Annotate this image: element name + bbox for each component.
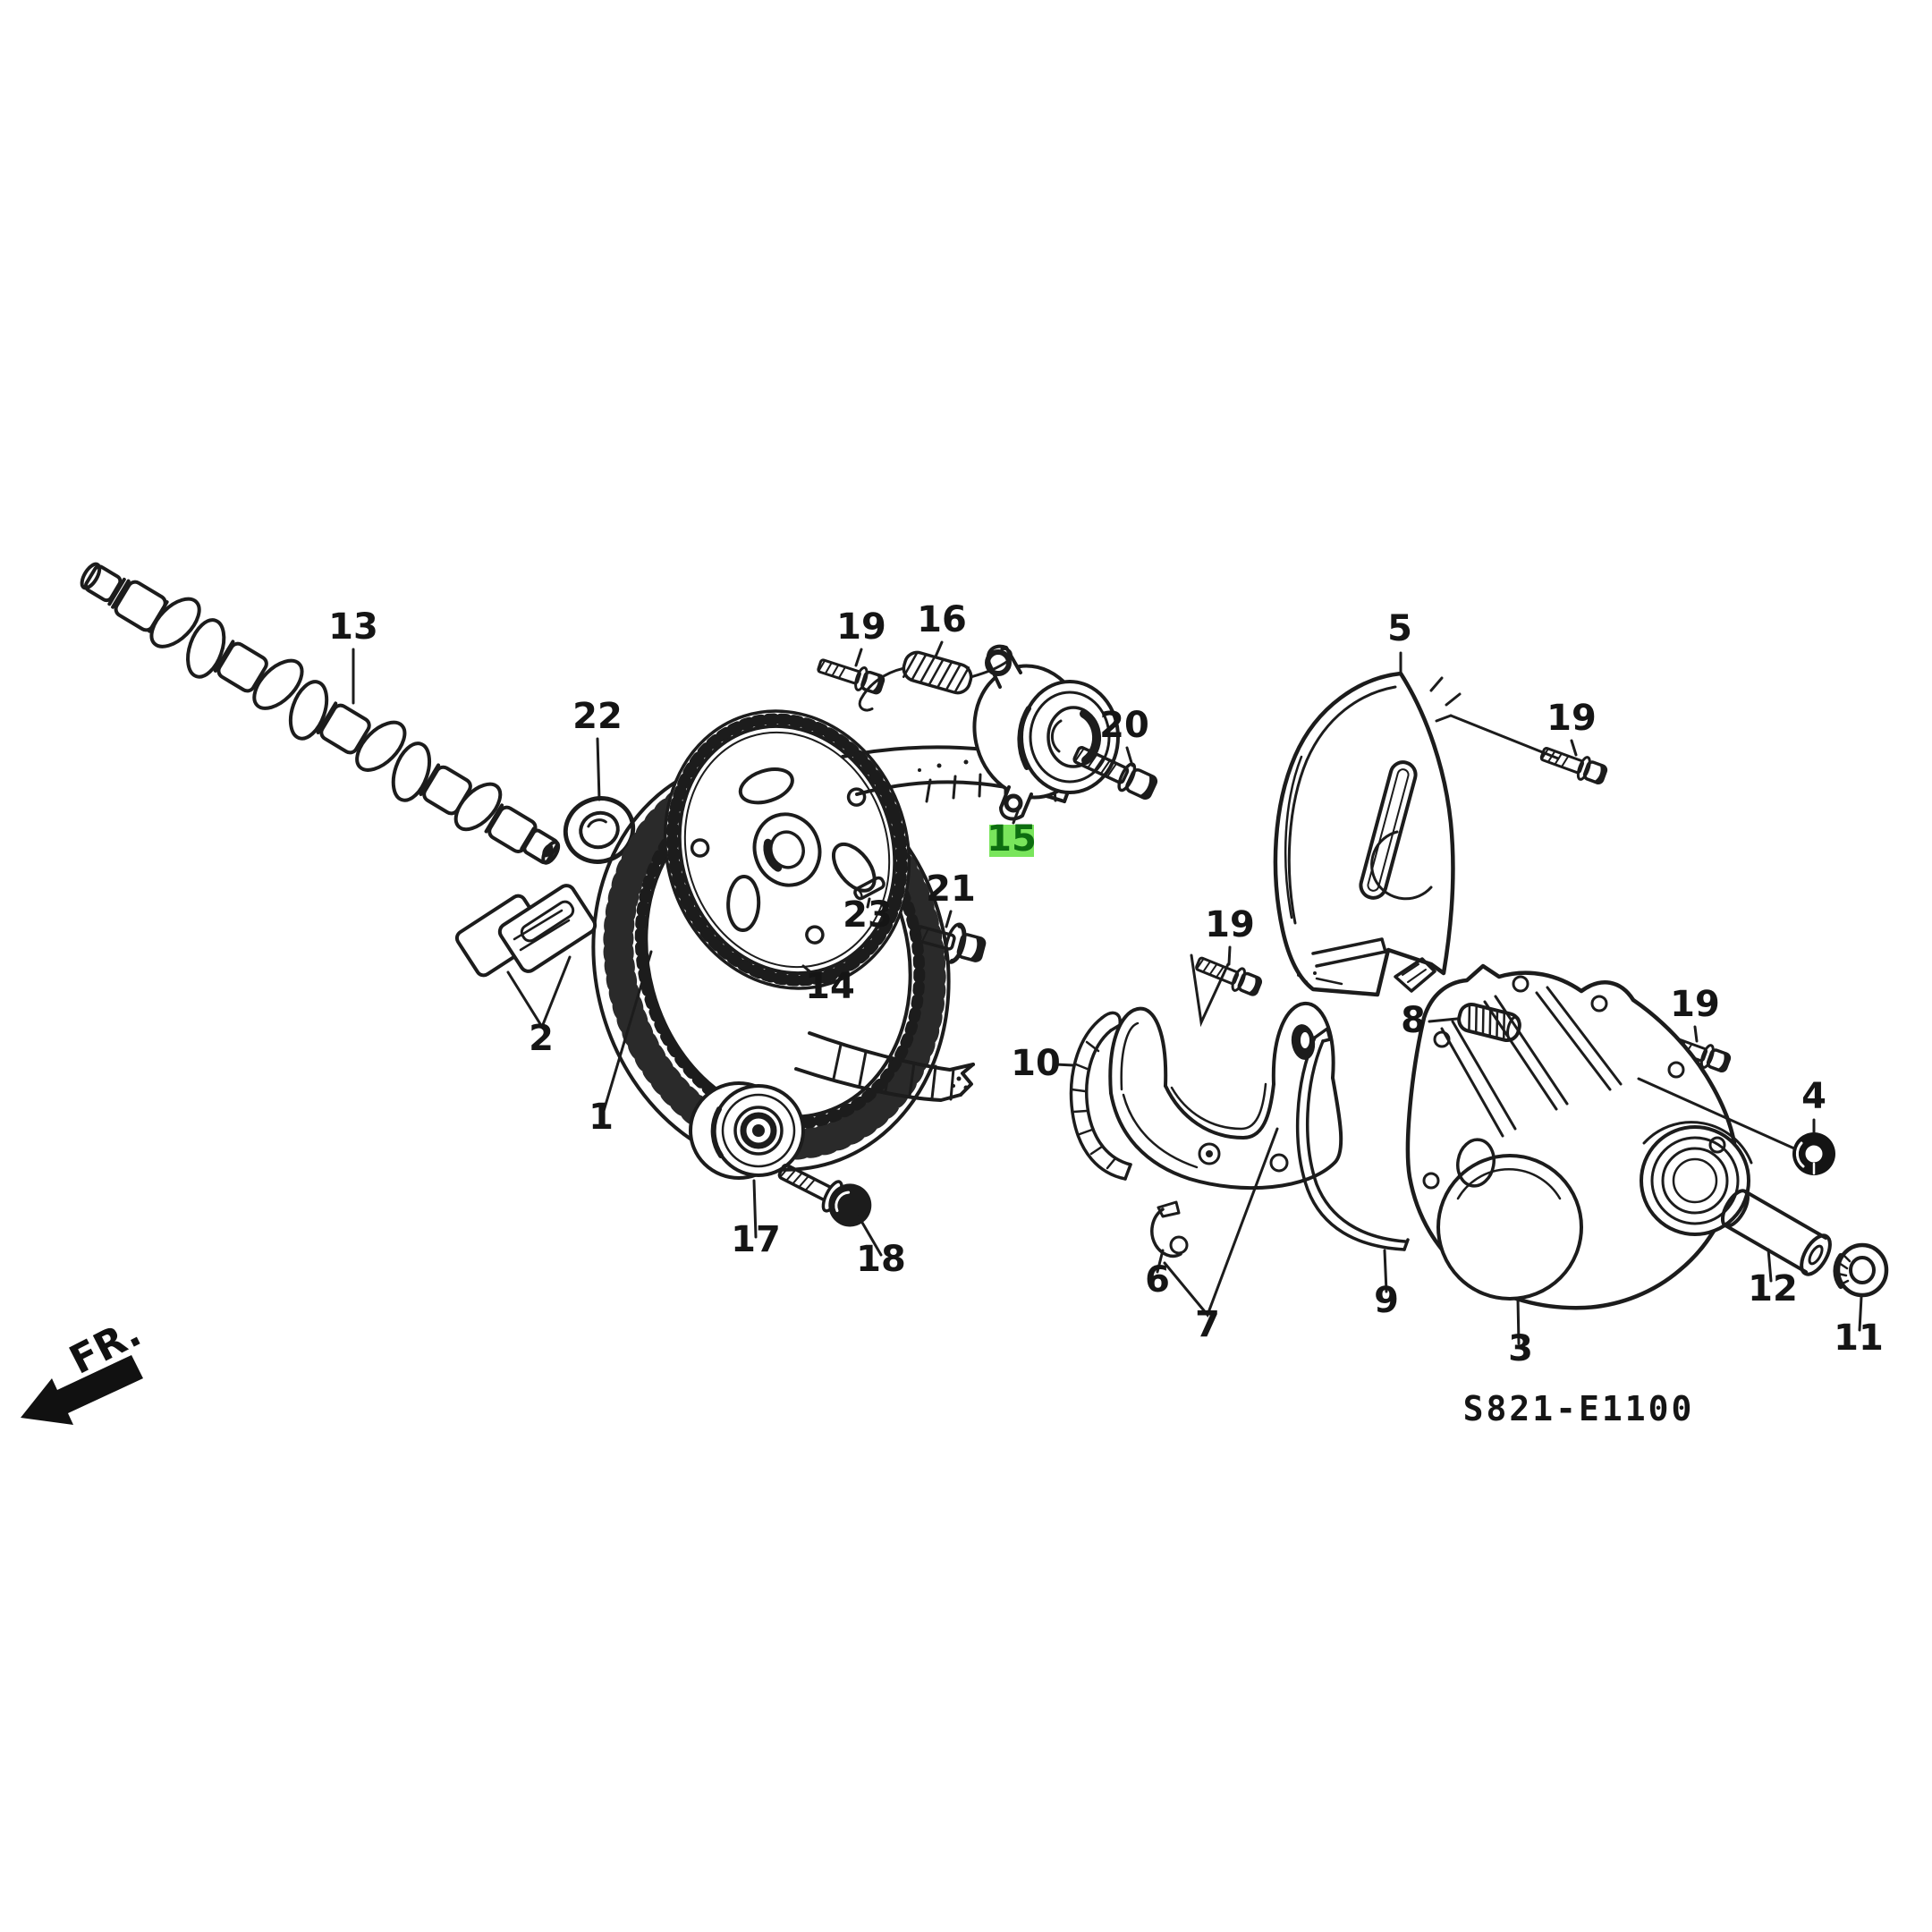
front-direction-arrow: [21, 1355, 143, 1425]
camshaft-drawing: [80, 562, 561, 865]
highlight-box: [989, 825, 1034, 857]
part-label-1[interactable]: 1: [589, 1097, 614, 1138]
idler-bolt-drawing: [777, 1163, 872, 1227]
leader-lines: [352, 640, 1863, 1345]
gasket-10-drawing: [1069, 1011, 1132, 1181]
part-label-14[interactable]: 14: [805, 966, 855, 1007]
pin-23-drawing: [853, 876, 886, 901]
bolt-21-drawing: [912, 922, 987, 964]
part-label-19a[interactable]: 19: [836, 606, 886, 648]
part-label-17[interactable]: 17: [731, 1219, 781, 1260]
callout-labels: 1 2 3 4 5 6 7 8 9 10 11 12 13 14 16 17 1…: [328, 599, 1884, 1369]
oil-seal-11-drawing: [1833, 1242, 1889, 1298]
part-label-7[interactable]: 7: [1195, 1304, 1220, 1345]
part-label-5[interactable]: 5: [1387, 608, 1412, 649]
part-label-23[interactable]: 23: [843, 894, 893, 936]
part-label-19b[interactable]: 19: [1546, 698, 1597, 739]
bolt-19a-drawing: [817, 658, 886, 695]
part-label-2[interactable]: 2: [529, 1018, 554, 1059]
hook-6-drawing: [1150, 1200, 1189, 1258]
set-plate-drawing: [454, 884, 597, 978]
part-label-20[interactable]: 20: [1099, 705, 1149, 746]
lower-cover-drawing: [1394, 957, 1753, 1310]
highlighted-part-callout[interactable]: 15: [987, 818, 1037, 860]
diagram-code: S821-E1100: [1463, 1389, 1695, 1428]
idler-pulley-drawing: [689, 1081, 805, 1180]
tensioner-spring-drawing: [858, 647, 1013, 712]
part-label-11[interactable]: 11: [1834, 1318, 1884, 1359]
part-label-6[interactable]: 6: [1145, 1259, 1170, 1301]
part-label-19d[interactable]: 19: [1670, 984, 1720, 1025]
part-label-12[interactable]: 12: [1748, 1268, 1798, 1309]
diagram-artwork: [21, 562, 1889, 1425]
tensioner-drawing: [972, 644, 1120, 821]
part-label-16[interactable]: 16: [917, 599, 967, 640]
upper-cover-drawing: [1273, 671, 1462, 997]
dowel-8-drawing: [1457, 1002, 1521, 1043]
bolt-20-drawing: [1072, 746, 1158, 800]
collar-12-drawing: [1720, 1189, 1832, 1276]
part-label-19c[interactable]: 19: [1205, 904, 1255, 945]
part-label-9[interactable]: 9: [1374, 1280, 1399, 1321]
part-label-3[interactable]: 3: [1508, 1328, 1533, 1369]
part-label-13[interactable]: 13: [328, 606, 378, 648]
back-cover-drawing: [1108, 937, 1387, 1191]
part-label-8[interactable]: 8: [1401, 1000, 1426, 1041]
part-label-4[interactable]: 4: [1801, 1076, 1826, 1117]
bolt-19c-drawing: [1195, 956, 1263, 996]
part-label-22[interactable]: 22: [572, 696, 623, 737]
oil-seal-4-drawing: [1792, 1132, 1835, 1175]
cam-pulley-drawing: [663, 709, 911, 990]
part-label-18[interactable]: 18: [856, 1239, 906, 1280]
part-label-21[interactable]: 21: [926, 869, 976, 910]
part-label-10[interactable]: 10: [1011, 1043, 1061, 1084]
part-label-15[interactable]: 15: [987, 818, 1037, 860]
gasket-9-drawing: [1295, 1027, 1410, 1251]
